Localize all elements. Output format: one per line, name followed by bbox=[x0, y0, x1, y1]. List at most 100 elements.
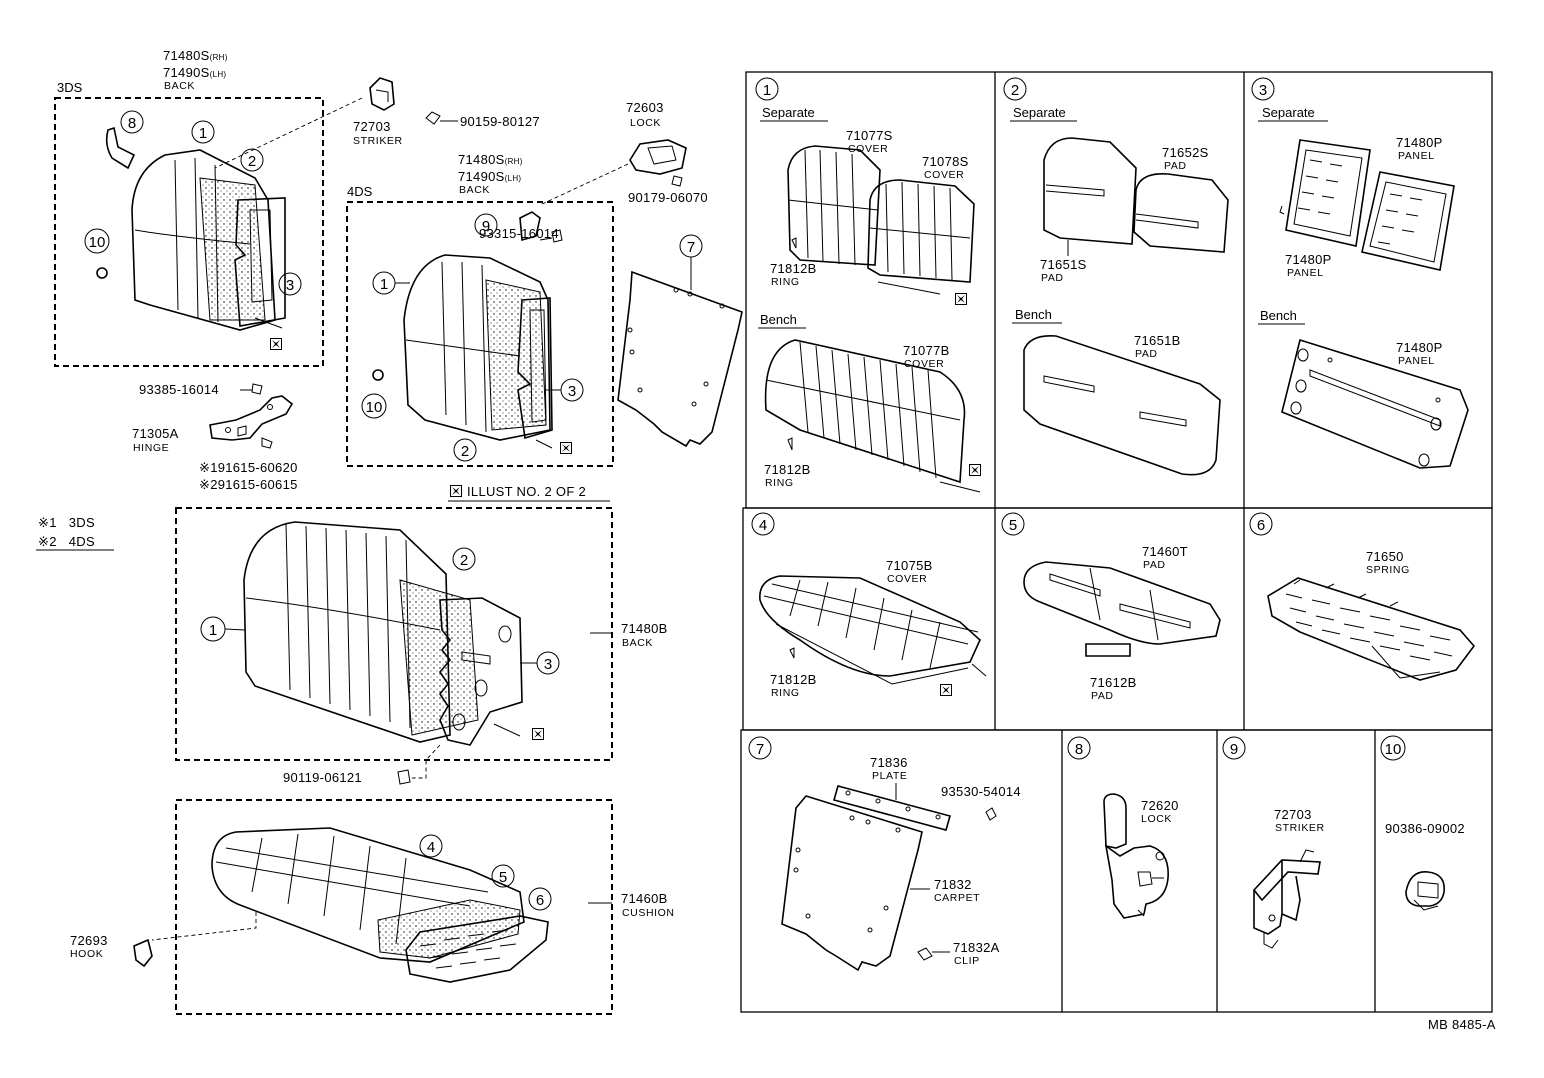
illustration-code: MB 8485-A bbox=[1428, 1017, 1496, 1032]
back-3ds-pn-rh: 71480S(RH) bbox=[163, 48, 228, 63]
svg-text:Bench: Bench bbox=[1015, 307, 1052, 322]
svg-text:CLIP: CLIP bbox=[954, 955, 980, 967]
callout-2: 2 bbox=[452, 547, 476, 571]
svg-text:5: 5 bbox=[1009, 517, 1017, 534]
svg-text:71077B: 71077B bbox=[903, 343, 950, 358]
svg-text:10: 10 bbox=[1385, 741, 1402, 758]
callout-8: 8 bbox=[120, 110, 144, 134]
svg-text:CARPET: CARPET bbox=[934, 892, 980, 904]
clip-4ds-drawing bbox=[372, 369, 384, 381]
callout-3: 3 bbox=[278, 272, 302, 296]
back-4ds-name: BACK bbox=[459, 184, 490, 196]
nut-90179-06070: 90179-06070 bbox=[628, 190, 708, 205]
svg-text:Separate: Separate bbox=[1262, 105, 1315, 120]
callout-3: 3 bbox=[536, 651, 560, 675]
svg-text:PAD: PAD bbox=[1164, 160, 1187, 172]
svg-text:2: 2 bbox=[248, 153, 256, 170]
detail-cell-7: 7 71836 PLATE 93530-54014 71832 CARPET 7… bbox=[748, 736, 1021, 972]
striker-pn: 72703 bbox=[353, 119, 391, 134]
clip-part-10-drawing bbox=[96, 267, 108, 279]
svg-text:9: 9 bbox=[1230, 741, 1238, 758]
callout-5: 5 bbox=[491, 864, 515, 888]
svg-text:71480P: 71480P bbox=[1396, 340, 1443, 355]
svg-text:1: 1 bbox=[380, 276, 388, 293]
hook-pn: 72693 bbox=[70, 933, 108, 948]
lock-pn: 72603 bbox=[626, 100, 664, 115]
svg-text:93530-54014: 93530-54014 bbox=[941, 784, 1021, 799]
svg-text:71812B: 71812B bbox=[764, 462, 811, 477]
hook-part-8-drawing bbox=[105, 126, 136, 170]
svg-text:71077S: 71077S bbox=[846, 128, 893, 143]
svg-text:71651B: 71651B bbox=[1134, 333, 1181, 348]
svg-text:PLATE: PLATE bbox=[872, 770, 907, 782]
svg-text:PANEL: PANEL bbox=[1398, 355, 1435, 367]
detail-cell-5: 5 71460T PAD 71612B PAD bbox=[1001, 512, 1221, 702]
svg-text:71480P: 71480P bbox=[1285, 252, 1332, 267]
back-4ds-pn-lh: 71490S(LH) bbox=[458, 169, 521, 184]
back-3ds-pn-lh: 71490S(LH) bbox=[163, 65, 226, 80]
svg-text:LOCK: LOCK bbox=[1141, 813, 1172, 825]
cushion-group: 71460B CUSHION 4 5 6 72693 HOOK bbox=[70, 799, 674, 1015]
svg-text:COVER: COVER bbox=[848, 143, 888, 155]
callout-3: 3 bbox=[560, 378, 584, 402]
svg-text:2: 2 bbox=[461, 443, 469, 460]
svg-text:RING: RING bbox=[771, 687, 800, 699]
cushion-drawing bbox=[211, 827, 549, 983]
svg-text:PAD: PAD bbox=[1091, 690, 1114, 702]
svg-text:COVER: COVER bbox=[924, 169, 964, 181]
svg-text:1: 1 bbox=[209, 622, 217, 639]
svg-text:7: 7 bbox=[687, 239, 695, 256]
bench-back-pn: 71480B bbox=[621, 621, 668, 636]
svg-text:10: 10 bbox=[89, 234, 106, 251]
bench-back-name: BACK bbox=[622, 637, 653, 649]
svg-text:71832A: 71832A bbox=[953, 940, 1000, 955]
svg-text:72703: 72703 bbox=[1274, 807, 1312, 822]
svg-text:71836: 71836 bbox=[870, 755, 908, 770]
detail-cell-2: 2 Separate 71652S PAD 71651S PAD Bench 7… bbox=[1003, 77, 1229, 476]
svg-text:1: 1 bbox=[199, 125, 207, 142]
group-4ds-label: 4DS bbox=[347, 184, 373, 199]
seatback-3ds-drawing bbox=[131, 149, 286, 350]
svg-text:SPRING: SPRING bbox=[1366, 564, 1410, 576]
svg-text:71612B: 71612B bbox=[1090, 675, 1137, 690]
hinge-bolt-2: ※291615-60615 bbox=[199, 477, 298, 492]
striker-72703-group: 72703 STRIKER 90159-80127 bbox=[214, 77, 540, 169]
detail-cell-8: 8 72620 LOCK bbox=[1067, 736, 1178, 919]
detail-cell-9: 9 72703 STRIKER bbox=[1222, 736, 1324, 949]
svg-text:5: 5 bbox=[499, 869, 507, 886]
hinge-name: HINGE bbox=[133, 442, 169, 454]
svg-text:4: 4 bbox=[759, 517, 767, 534]
detail-cell-1: 1 Separate 71077S COVER 71078S COVER 718… bbox=[755, 77, 981, 493]
svg-text:3: 3 bbox=[286, 277, 294, 294]
svg-text:Bench: Bench bbox=[760, 312, 797, 327]
illust-note: ILLUST NO. 2 OF 2 bbox=[448, 484, 610, 502]
callout-1: 1 bbox=[191, 120, 215, 144]
svg-text:2: 2 bbox=[460, 552, 468, 569]
svg-text:PAD: PAD bbox=[1143, 559, 1166, 571]
svg-text:9: 9 bbox=[482, 218, 490, 235]
svg-text:Separate: Separate bbox=[1013, 105, 1066, 120]
svg-text:RING: RING bbox=[765, 477, 794, 489]
hinge-bolt-1: ※191615-60620 bbox=[199, 460, 298, 475]
svg-text:PANEL: PANEL bbox=[1287, 267, 1324, 279]
bolt-93385-16014: 93385-16014 bbox=[139, 382, 219, 397]
svg-text:Separate: Separate bbox=[762, 105, 815, 120]
svg-text:8: 8 bbox=[128, 115, 136, 132]
svg-text:PANEL: PANEL bbox=[1398, 150, 1435, 162]
svg-text:3: 3 bbox=[1259, 82, 1267, 99]
callout-1: 1 bbox=[372, 271, 396, 295]
svg-text:71652S: 71652S bbox=[1162, 145, 1209, 160]
callout-10: 10 bbox=[84, 228, 110, 254]
svg-text:3: 3 bbox=[544, 656, 552, 673]
svg-text:1: 1 bbox=[763, 82, 771, 99]
hinge-pn: 71305A bbox=[132, 426, 179, 441]
svg-text:Bench: Bench bbox=[1260, 308, 1297, 323]
svg-text:4: 4 bbox=[427, 839, 435, 856]
svg-text:71078S: 71078S bbox=[922, 154, 969, 169]
back-4ds-pn-rh: 71480S(RH) bbox=[458, 152, 523, 167]
group-3ds: 3DS 71480S(RH) 71490S(LH) BACK 8 1 2 10 … bbox=[54, 48, 324, 367]
svg-text:8: 8 bbox=[1075, 741, 1083, 758]
